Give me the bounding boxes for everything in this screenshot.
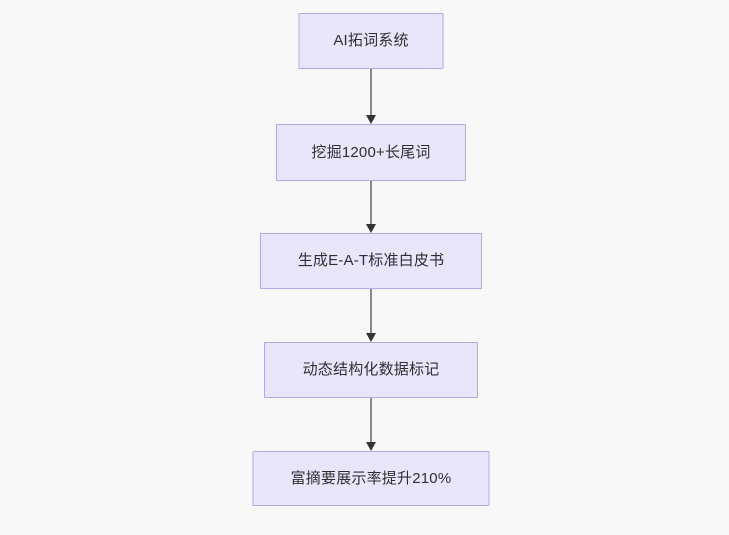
flow-node-n3[interactable]: 生成E-A-T标准白皮书 [260,233,482,289]
flow-node-label: 富摘要展示率提升210% [290,469,452,487]
flow-arrow-n4-to-n5 [361,398,381,451]
flow-arrow-n2-to-n3 [361,181,381,233]
flow-node-n4[interactable]: 动态结构化数据标记 [264,342,478,398]
flow-node-n2[interactable]: 挖掘1200+长尾词 [276,124,466,181]
flow-node-label: 挖掘1200+长尾词 [311,143,431,161]
flow-node-label: 动态结构化数据标记 [302,361,440,378]
flow-arrow-n1-to-n2 [361,69,381,124]
flow-node-n5[interactable]: 富摘要展示率提升210% [252,451,490,506]
flow-node-label: 生成E-A-T标准白皮书 [297,252,445,269]
arrow-head-icon [366,442,376,451]
arrow-head-icon [366,115,376,124]
arrow-head-icon [366,224,376,233]
flow-arrow-n3-to-n4 [361,289,381,342]
flow-node-n1[interactable]: AI拓词系统 [298,13,444,69]
arrow-head-icon [366,333,376,342]
flow-node-label: AI拓词系统 [333,32,409,49]
